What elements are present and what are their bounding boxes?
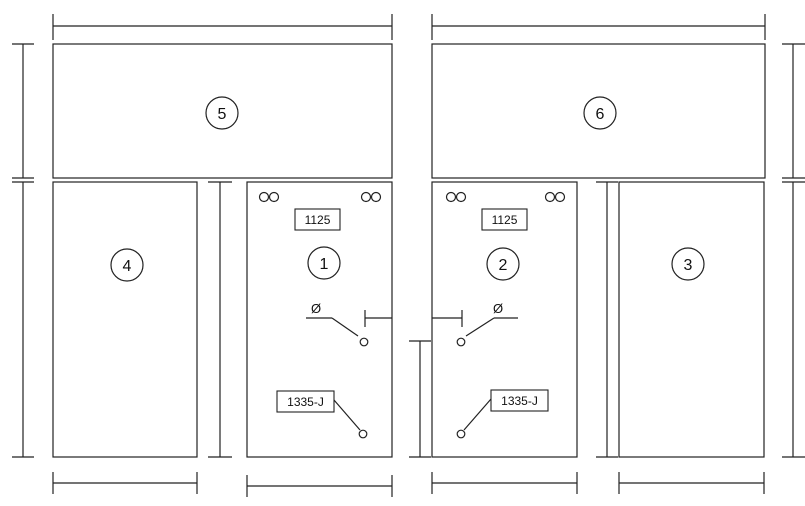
ground-symbol-right: Ø xyxy=(493,301,503,316)
double-hole-icon xyxy=(544,191,566,203)
dimension-top-right xyxy=(431,14,766,40)
switch-symbol-left: Ø xyxy=(306,301,392,347)
panel-number-2: 2 xyxy=(486,247,520,281)
double-hole-icon xyxy=(258,191,280,203)
label-box-1335j-left: 1335-J xyxy=(276,390,368,439)
double-hole-icon xyxy=(360,191,382,203)
panel-4 xyxy=(52,181,198,458)
dimension-bottom-1 xyxy=(246,475,393,497)
panel-6 xyxy=(431,43,766,179)
dimension-left-upper xyxy=(12,43,34,179)
label-box-1125-right: 1125 xyxy=(481,208,528,231)
panel-number-6: 6 xyxy=(583,96,617,130)
label-1125-right-text: 1125 xyxy=(492,213,518,227)
panel-number-1-text: 1 xyxy=(320,256,329,273)
panel-number-1: 1 xyxy=(307,246,341,280)
dimension-top-left xyxy=(52,14,393,40)
dimension-left-lower xyxy=(12,181,34,458)
dimension-bottom-4 xyxy=(52,472,198,494)
panel-number-6-text: 6 xyxy=(596,106,605,123)
dimension-right-upper xyxy=(782,43,805,179)
panel-5 xyxy=(52,43,393,179)
ground-symbol-left: Ø xyxy=(311,301,321,316)
dimension-bottom-2 xyxy=(431,472,578,494)
panel-number-5: 5 xyxy=(205,96,239,130)
label-box-1335j-right: 1335-J xyxy=(456,389,549,439)
panel-number-3: 3 xyxy=(671,247,705,281)
dimension-between-2-3 xyxy=(596,181,618,458)
label-1335j-left-text: 1335-J xyxy=(287,395,324,409)
label-1125-left-text: 1125 xyxy=(305,213,331,227)
dimension-right-lower xyxy=(782,181,805,458)
dimension-bottom-3 xyxy=(618,472,765,494)
panel-number-2-text: 2 xyxy=(499,257,508,274)
switch-symbol-right: Ø xyxy=(432,301,518,347)
label-1335j-right-text: 1335-J xyxy=(501,394,538,408)
double-hole-icon xyxy=(445,191,467,203)
panel-number-4-text: 4 xyxy=(123,258,132,275)
panel-number-4: 4 xyxy=(110,248,144,282)
panel-3 xyxy=(618,181,765,458)
dimension-between-4-1 xyxy=(208,181,232,458)
dimension-center-partial xyxy=(409,340,431,458)
panel-number-3-text: 3 xyxy=(684,257,693,274)
panel-number-5-text: 5 xyxy=(218,106,227,123)
label-box-1125-left: 1125 xyxy=(294,208,341,231)
